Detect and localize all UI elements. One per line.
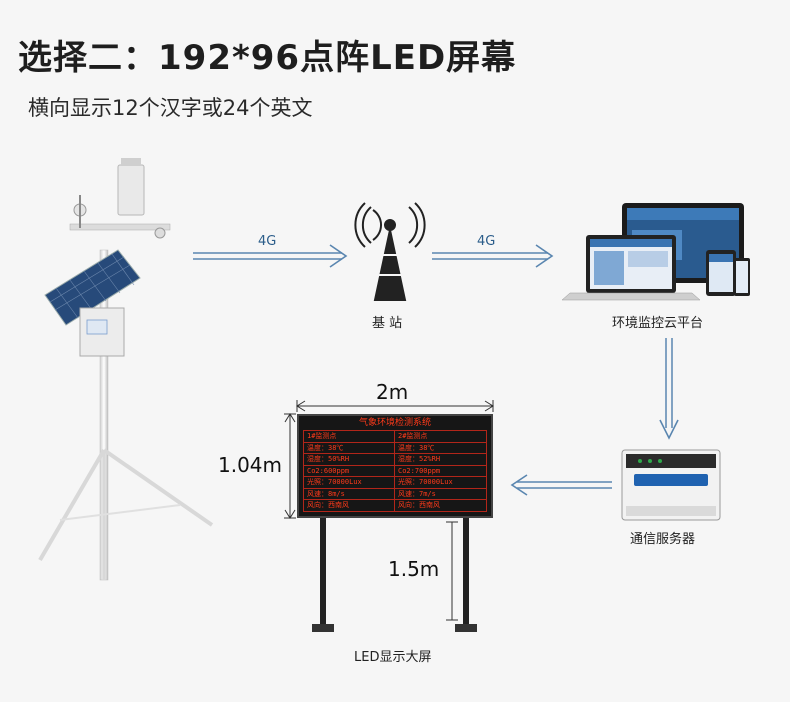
led-cell: 风速：8m/s	[303, 488, 395, 500]
led-cell: 2#监测点	[395, 431, 487, 443]
led-cell: 湿度：50%RH	[303, 454, 395, 466]
led-cell: 风向：西南风	[395, 500, 487, 512]
arrow-tower-to-cloud	[432, 244, 554, 268]
led-cell: 1#监测点	[303, 431, 395, 443]
dimension-height-label: 1.04m	[218, 453, 283, 477]
link-label-right: 4G	[477, 234, 496, 249]
led-board-grid: 1#监测点 2#监测点 温度：38℃ 温度：38℃ 湿度：50%RH 湿度：52…	[303, 430, 487, 512]
led-cell: Co2:700ppm	[395, 465, 487, 477]
dimension-width	[296, 400, 494, 412]
led-cell: 温度：38℃	[395, 442, 487, 454]
arrow-server-to-led	[510, 474, 612, 496]
page-title: 选择二：192*96点阵LED屏幕	[18, 38, 517, 78]
led-cell: 光照：70000Lux	[303, 477, 395, 489]
led-cell: Co2:600ppm	[303, 465, 395, 477]
led-board-title: 气象环境检测系统	[358, 418, 431, 428]
led-cell: 风向：西南风	[303, 500, 395, 512]
server-device	[621, 449, 721, 521]
cloud-platform-devices	[561, 203, 750, 301]
server-label: 通信服务器	[630, 532, 696, 547]
weather-station-illustration	[38, 158, 214, 581]
page-subtitle: 横向显示12个汉字或24个英文	[28, 96, 313, 120]
tower-icon	[354, 202, 426, 301]
led-display-board: 气象环境检测系统 1#监测点 2#监测点 温度：38℃ 温度：38℃ 湿度：50…	[297, 414, 493, 518]
link-label-left: 4G	[258, 234, 277, 249]
dimension-pole-label: 1.5m	[388, 557, 440, 581]
dimension-width-label: 2m	[376, 380, 409, 404]
led-screen-label: LED显示大屏	[354, 650, 432, 665]
dimension-pole	[446, 521, 458, 621]
base-station-label: 基 站	[372, 316, 403, 331]
arrow-cloud-to-server	[659, 338, 679, 440]
dimension-height	[284, 413, 296, 519]
led-cell: 光照：70000Lux	[395, 477, 487, 489]
cloud-platform-label: 环境监控云平台	[612, 316, 704, 331]
led-screen-structure	[312, 518, 477, 632]
arrow-station-to-tower	[193, 244, 348, 268]
led-cell: 温度：38℃	[303, 442, 395, 454]
led-cell: 风速：7m/s	[395, 488, 487, 500]
led-cell: 湿度：52%RH	[395, 454, 487, 466]
